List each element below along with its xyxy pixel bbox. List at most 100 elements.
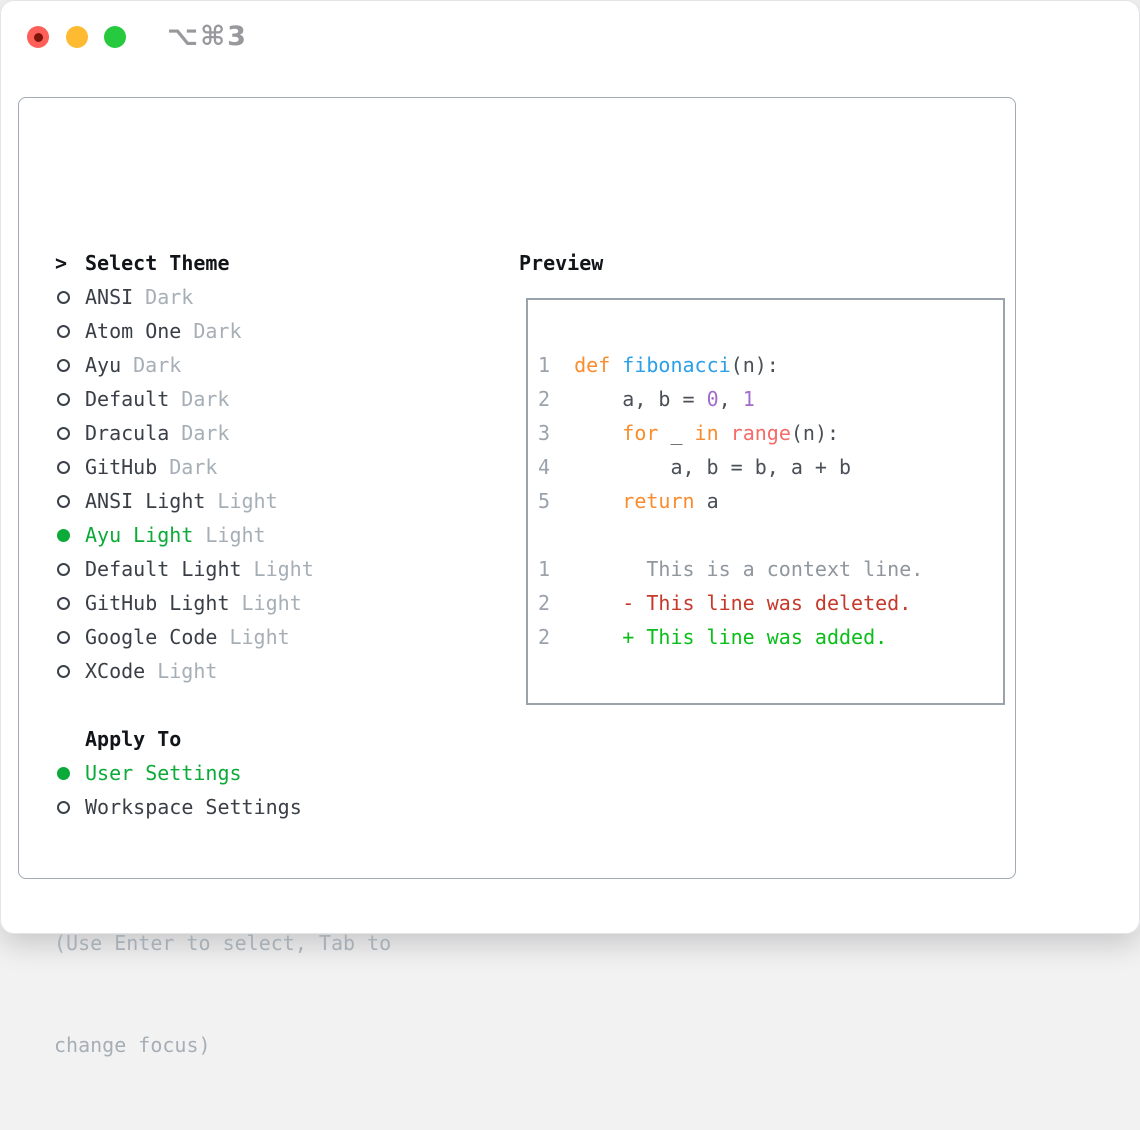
radio-icon <box>57 596 70 610</box>
hint-text: (Use Enter to select, Tab to change focu… <box>54 858 391 1130</box>
code-token: range <box>730 421 791 445</box>
code-line: 2 - This line was deleted. <box>538 586 1003 620</box>
code-token: return <box>622 489 695 513</box>
code-token <box>610 353 622 377</box>
apply-option-user-settings[interactable]: User Settings <box>55 756 302 790</box>
code-token <box>719 421 731 445</box>
line-number: 2 <box>538 625 551 649</box>
line-number: 2 <box>538 387 551 411</box>
code-token: , <box>718 387 743 411</box>
code-token: This is a context line. <box>574 557 924 581</box>
line-number: 1 <box>538 353 551 377</box>
code-line: 3 for _ in range(n): <box>538 416 1003 450</box>
theme-name: Google Code <box>85 625 218 649</box>
hint-line-1: (Use Enter to select, Tab to <box>54 931 392 955</box>
code-token: - This line was deleted. <box>574 591 912 615</box>
line-number: 1 <box>538 557 551 581</box>
theme-name: GitHub Light <box>85 591 230 615</box>
theme-name: Ayu Light <box>85 523 194 547</box>
code-line: 4 a, b = b, a + b <box>538 450 1003 484</box>
theme-variant: Light <box>157 659 218 683</box>
theme-option-prefix <box>55 528 85 542</box>
theme-option-github-light[interactable]: GitHub Light Light <box>55 586 314 620</box>
line-number: 5 <box>538 489 551 513</box>
code-token: 0 <box>706 387 719 411</box>
theme-option-prefix <box>55 562 85 576</box>
radio-icon <box>57 290 70 304</box>
theme-option-ayu-light[interactable]: Ayu Light Light <box>55 518 314 552</box>
radio-icon <box>57 324 70 338</box>
preview-heading-row: Preview <box>519 246 603 280</box>
radio-icon <box>57 358 70 372</box>
code-token <box>574 421 622 445</box>
theme-name: XCode <box>85 659 146 683</box>
theme-option-default[interactable]: Default Dark <box>55 382 314 416</box>
apply-option-label: User Settings <box>85 761 242 785</box>
theme-option-google-code[interactable]: Google Code Light <box>55 620 314 654</box>
apply-option-prefix <box>55 800 85 814</box>
radio-selected-icon <box>57 528 70 542</box>
radio-icon <box>57 800 70 814</box>
theme-option-xcode[interactable]: XCode Light <box>55 654 314 688</box>
code-token: a <box>694 489 719 513</box>
line-number: 2 <box>538 591 551 615</box>
radio-icon <box>57 392 70 406</box>
apply-to-heading: Apply To <box>85 727 182 751</box>
traffic-light-zoom-button[interactable] <box>104 26 126 48</box>
code-line <box>538 518 1003 552</box>
theme-option-atom-one[interactable]: Atom One Dark <box>55 314 314 348</box>
line-number: 4 <box>538 455 551 479</box>
radio-icon <box>57 562 70 576</box>
select-theme-heading-row: > Select Theme <box>55 246 314 280</box>
theme-name: ANSI <box>85 285 134 309</box>
code-token: (n): <box>730 353 779 377</box>
theme-name: ANSI Light <box>85 489 206 513</box>
code-token <box>574 489 622 513</box>
radio-icon <box>57 494 70 508</box>
code-line: 2 + This line was added. <box>538 620 1003 654</box>
code-token: in <box>694 421 719 445</box>
theme-variant: Light <box>217 489 278 513</box>
traffic-light-minimize-button[interactable] <box>66 26 88 48</box>
theme-variant: Dark <box>193 319 242 343</box>
window-shortcut-label: ⌥⌘3 <box>167 21 248 52</box>
theme-option-prefix <box>55 290 85 304</box>
theme-name: Default <box>85 387 170 411</box>
code-line: 5 return a <box>538 484 1003 518</box>
radio-icon <box>57 664 70 678</box>
code-token: + This line was added. <box>574 625 888 649</box>
theme-option-prefix <box>55 392 85 406</box>
code-token: def <box>574 353 611 377</box>
code-token: _ <box>658 421 695 445</box>
theme-variant: Dark <box>181 387 230 411</box>
code-token: 1 <box>742 387 755 411</box>
apply-option-label: Workspace Settings <box>85 795 302 819</box>
theme-option-ansi-light[interactable]: ANSI Light Light <box>55 484 314 518</box>
apply-option-workspace-settings[interactable]: Workspace Settings <box>55 790 302 824</box>
code-token: a, b = <box>574 387 707 411</box>
theme-name: Atom One <box>85 319 182 343</box>
theme-option-prefix <box>55 630 85 644</box>
hint-line-2: change focus) <box>54 1033 211 1057</box>
code-line: 1 This is a context line. <box>538 552 1003 586</box>
apply-to-heading-row: Apply To <box>55 722 302 756</box>
theme-variant: Light <box>205 523 266 547</box>
theme-variant: Light <box>241 591 302 615</box>
theme-variant: Light <box>229 625 290 649</box>
theme-option-prefix <box>55 358 85 372</box>
theme-option-prefix <box>55 596 85 610</box>
code-token: (n): <box>790 421 840 445</box>
traffic-light-close-button[interactable] <box>27 26 49 48</box>
theme-option-prefix <box>55 664 85 678</box>
